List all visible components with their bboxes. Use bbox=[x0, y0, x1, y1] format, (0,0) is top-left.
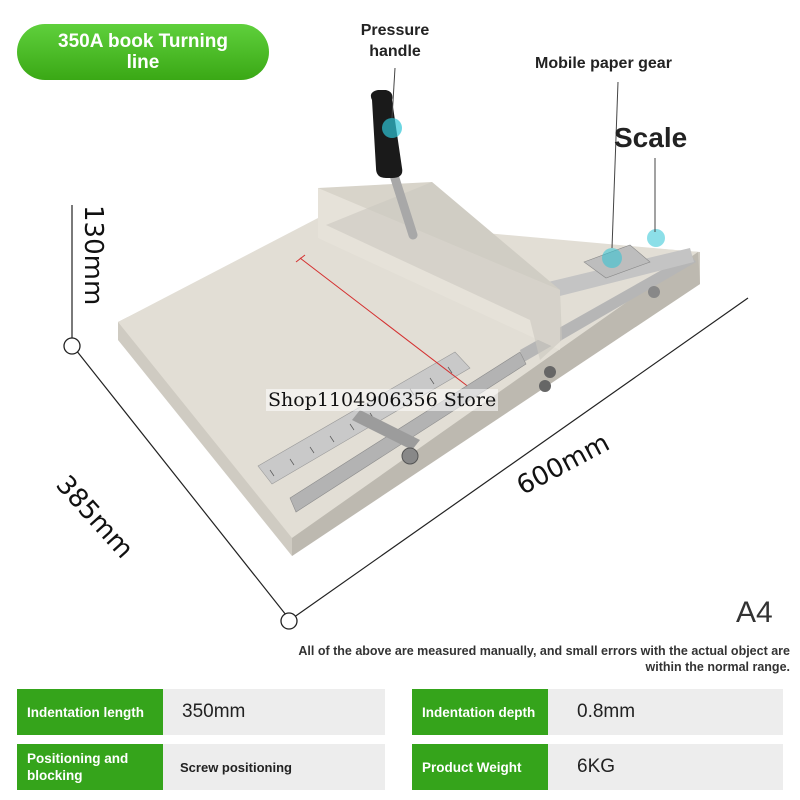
height-dimension: 130mm bbox=[78, 205, 108, 306]
dimension-node bbox=[280, 612, 298, 630]
paper-size-label: A4 bbox=[736, 596, 773, 629]
depth-dimension-line bbox=[71, 344, 291, 621]
scale-highlight bbox=[647, 229, 665, 247]
spec-value: 6KG bbox=[577, 756, 616, 777]
spec-value: Screw positioning bbox=[180, 759, 292, 775]
gear-knob bbox=[648, 286, 660, 298]
gear-highlight bbox=[602, 248, 622, 268]
gauge-knob bbox=[401, 447, 419, 465]
handle-highlight bbox=[382, 118, 402, 138]
spec-label: Product Weight bbox=[412, 744, 548, 790]
measurement-note: All of the above are measured manually, … bbox=[298, 644, 790, 674]
product-title-badge: 350A book Turning line bbox=[17, 24, 269, 80]
pressure-handle-label: Pressure handle bbox=[360, 22, 430, 60]
spec-value: 350mm bbox=[182, 701, 246, 722]
spec-value: 0.8mm bbox=[577, 701, 636, 722]
spec-row: Positioning and blocking Screw positioni… bbox=[17, 744, 783, 790]
beam-screw bbox=[544, 366, 556, 378]
width-dimension-line bbox=[289, 297, 749, 621]
indentation-line bbox=[299, 257, 471, 389]
spec-label: Indentation length bbox=[17, 689, 163, 735]
product-title: 350A book Turning line bbox=[58, 31, 228, 73]
dimension-node bbox=[63, 337, 81, 355]
spec-row: Indentation length 350mm Indentation dep… bbox=[17, 689, 783, 735]
spec-label: Positioning and blocking bbox=[17, 744, 163, 790]
scale-label: Scale bbox=[614, 122, 688, 153]
beam-screw bbox=[539, 380, 551, 392]
mobile-paper-gear-label: Mobile paper gear bbox=[535, 55, 672, 72]
rear-rail bbox=[520, 254, 696, 362]
store-watermark: Shop1104906356 Store bbox=[266, 389, 499, 411]
spec-label: Indentation depth bbox=[412, 689, 548, 735]
